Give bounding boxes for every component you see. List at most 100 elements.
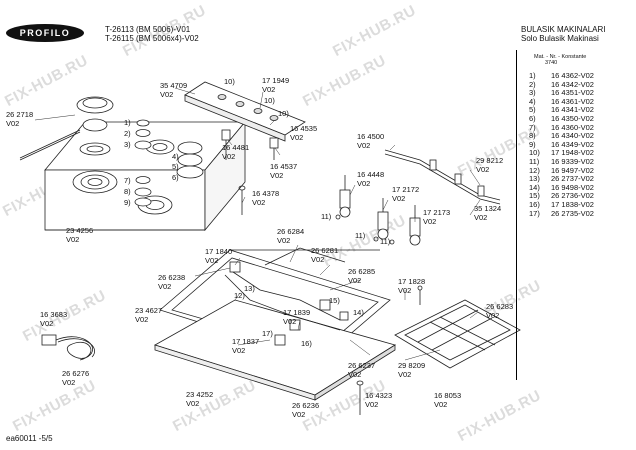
parts-row: 3)16 4351-V02	[529, 88, 594, 98]
part-version: V02	[62, 378, 76, 387]
part-version: V02	[186, 399, 200, 408]
category-title: BULASIK MAKINALARI	[521, 25, 606, 34]
parts-row: 15)26 2736-V02	[529, 191, 594, 201]
part-version: V02	[423, 217, 437, 226]
part-number: 17 2172	[392, 185, 420, 194]
part-number: 16 3683	[40, 310, 68, 319]
part-number: 16 4481	[222, 143, 250, 152]
part-number: 26 2718	[6, 110, 34, 119]
part-version: V02	[135, 315, 149, 324]
part-version: V02	[262, 85, 276, 94]
model-line-2: T-26115 (BM 5006x4)-V02	[105, 34, 199, 43]
part-version: V02	[158, 282, 172, 291]
parts-row: 2)16 4342-V02	[529, 79, 594, 89]
part-number: 26 6237	[348, 361, 376, 370]
part-version: V02	[205, 256, 219, 265]
callout-3: 3)	[124, 140, 131, 149]
part-number: 17 1837	[232, 337, 260, 346]
side-header-1: Mat. - Nr. - Konstante	[534, 54, 587, 60]
callout-6: 6)	[172, 173, 179, 182]
parts-row: 10)17 1948-V02	[529, 148, 594, 158]
part-version: V02	[357, 141, 371, 150]
part-version: V02	[348, 276, 362, 285]
part-version: V02	[365, 400, 379, 409]
parts-row: 14)16 9498-V02	[529, 182, 594, 192]
control-knob-strip	[184, 81, 306, 142]
category-subtitle: Solo Bulasik Makinasi	[521, 34, 599, 43]
callout-5: 5)	[172, 162, 179, 171]
part-number: 16 4500	[357, 132, 385, 141]
part-version: V02	[252, 198, 266, 207]
part-number: 16 4378	[252, 189, 280, 198]
part-version: V02	[474, 213, 488, 222]
burner-stack-1	[19, 96, 114, 161]
part-number: 26 6276	[62, 369, 90, 378]
callout-10: 10)	[224, 77, 235, 86]
callout-12: 12)	[234, 291, 245, 300]
part-number: 29 8209	[398, 361, 426, 370]
part-number: 35 4709	[160, 81, 188, 90]
leader-lines	[34, 87, 481, 361]
parts-row: 4)16 4361-V02	[529, 96, 594, 106]
callout-4: 4)	[172, 152, 179, 161]
part-version: V02	[66, 235, 80, 244]
part-number: 26 6283	[486, 302, 514, 311]
parts-row: 13)26 2737-V02	[529, 174, 594, 184]
parts-row: 12)16 9497-V02	[529, 165, 594, 175]
callout-13: 13)	[244, 284, 255, 293]
parts-row: 5)16 4341-V02	[529, 105, 594, 115]
part-version: V02	[40, 319, 54, 328]
tray-pipes	[224, 261, 349, 346]
callout-1: 1)	[124, 118, 131, 127]
part-number: 26 6281	[311, 246, 339, 255]
burner-stack-2	[134, 119, 152, 150]
part-version: V02	[6, 119, 20, 128]
part-number: 17 1840	[205, 247, 233, 256]
part-number: 16 8053	[434, 391, 462, 400]
part-number: 26 6238	[158, 273, 186, 282]
part-number: 16 4323	[365, 391, 393, 400]
callout-8: 8)	[124, 187, 131, 196]
small-parts	[335, 214, 423, 415]
side-divider	[516, 50, 517, 380]
part-number: 35 1324	[474, 204, 502, 213]
callout-16: 16)	[301, 339, 312, 348]
part-number: 23 4627	[135, 306, 163, 315]
part-version: V02	[434, 400, 448, 409]
callout-15: 15)	[329, 296, 340, 305]
part-version: V02	[398, 286, 412, 295]
parts-row: 1)16 4362-V02	[529, 71, 594, 80]
callout-11: 11)	[321, 212, 332, 221]
part-number: 17 1839	[283, 308, 311, 317]
brand-logo: PROFILO	[6, 24, 84, 42]
part-version: V02	[222, 152, 236, 161]
part-version: V02	[398, 370, 412, 379]
part-version: V02	[277, 236, 291, 245]
callout-10: 10)	[278, 109, 289, 118]
power-cord	[41, 334, 95, 361]
model-line-1: T-26113 (BM 5006)-V01	[105, 25, 191, 34]
part-version: V02	[270, 171, 284, 180]
parts-row: 9)16 4349-V02	[529, 139, 594, 149]
callout-10: 10)	[264, 96, 275, 105]
callout-14: 14)	[353, 308, 364, 317]
callout-9: 9)	[124, 198, 131, 207]
part-version: V02	[357, 179, 371, 188]
burner-large-left	[72, 170, 118, 194]
burner-stack-4	[134, 176, 152, 207]
part-number: 16 4535	[290, 124, 318, 133]
part-number: 26 6236	[292, 401, 320, 410]
callout-11: 11)	[380, 237, 391, 246]
part-version: V02	[392, 194, 406, 203]
callout-17: 17)	[262, 329, 273, 338]
part-version: V02	[160, 90, 174, 99]
gas-manifold-pipe	[384, 149, 501, 205]
bottom-tray	[153, 299, 396, 401]
part-version: V02	[476, 165, 490, 174]
part-number: 26 6285	[348, 267, 376, 276]
part-number: 16 4448	[357, 170, 385, 179]
parts-row: 16)17 1838-V02	[529, 199, 594, 209]
parts-list: 1)16 4362-V02 2)16 4342-V02 3)16 4351-V0…	[529, 71, 629, 218]
part-number: 26 6284	[277, 227, 305, 236]
